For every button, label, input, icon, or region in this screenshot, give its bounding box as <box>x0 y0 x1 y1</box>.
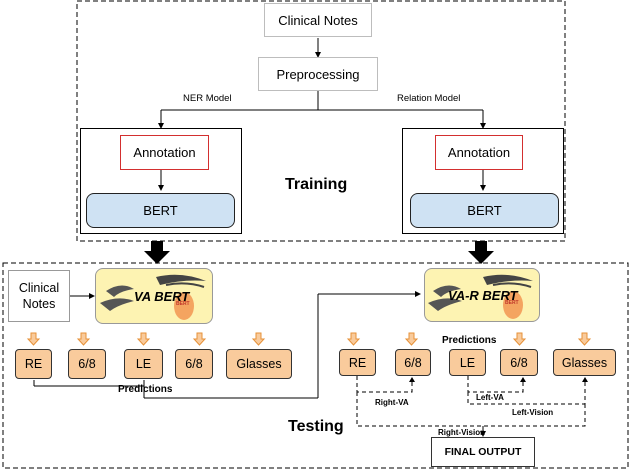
testing-clinical-notes-line1: Clinical <box>18 281 60 295</box>
ner-model-label: NER Model <box>183 93 232 104</box>
left-pred-re: RE <box>15 349 52 379</box>
testing-clinical-notes-box: Clinical Notes <box>8 270 70 322</box>
clinical-notes-box: Clinical Notes <box>264 3 372 37</box>
left-va-label: Left-VA <box>476 393 504 402</box>
va-bert-logo: VA BERT BERT <box>95 268 213 324</box>
right-vision-label: Right-Vision <box>438 428 485 437</box>
left-pred-re-value: 6/8 <box>68 349 106 379</box>
var-bert-mascot <box>428 274 533 319</box>
annotation-right-label: Annotation <box>447 145 511 160</box>
va-bert-title: VA BERT <box>134 289 190 304</box>
relation-model-label: Relation Model <box>397 93 461 104</box>
left-pred-glasses: Glasses <box>226 349 292 379</box>
training-title: Training <box>285 176 348 193</box>
annotation-left-box: Annotation <box>120 135 209 170</box>
right-pred-re-value: 6/8 <box>395 349 431 376</box>
clinical-notes-label: Clinical Notes <box>278 12 358 28</box>
right-pred-le-value: 6/8 <box>500 349 538 376</box>
bert-right-box: BERT <box>410 193 559 228</box>
predictions-right-label: Predictions <box>442 335 497 346</box>
va-bert-badge: BERT <box>176 301 190 307</box>
var-bert-badge: BERT <box>505 300 519 306</box>
predictions-left-label: Predictions <box>118 384 173 395</box>
testing-title: Testing <box>288 418 344 435</box>
bert-left-label: BERT <box>143 203 178 218</box>
relation-model-container <box>402 128 564 234</box>
va-bert-mascot <box>100 274 206 320</box>
training-frame <box>76 0 566 242</box>
preprocessing-box: Preprocessing <box>258 57 378 91</box>
right-pred-le: LE <box>449 349 486 376</box>
right-pred-re: RE <box>339 349 376 376</box>
left-vision-label: Left-Vision <box>512 408 554 417</box>
ner-model-container <box>80 128 242 234</box>
annotation-left-label: Annotation <box>133 145 196 160</box>
preprocessing-label: Preprocessing <box>276 66 360 82</box>
left-pred-le-value: 6/8 <box>175 349 213 379</box>
testing-frame <box>2 262 629 469</box>
testing-clinical-notes-line2: Notes <box>22 297 56 311</box>
left-down-arrows <box>26 332 266 346</box>
var-bert-logo: VA-R BERT BERT <box>424 268 540 322</box>
right-pred-glasses: Glasses <box>553 349 616 376</box>
bert-left-box: BERT <box>86 193 235 228</box>
bert-right-label: BERT <box>467 203 502 218</box>
final-output-box: FINAL OUTPUT <box>431 437 535 467</box>
right-down-arrows <box>346 332 592 346</box>
left-pred-le: LE <box>124 349 163 379</box>
annotation-right-box: Annotation <box>435 135 523 170</box>
right-va-label: Right-VA <box>375 398 409 407</box>
var-bert-title: VA-R BERT <box>448 288 518 303</box>
